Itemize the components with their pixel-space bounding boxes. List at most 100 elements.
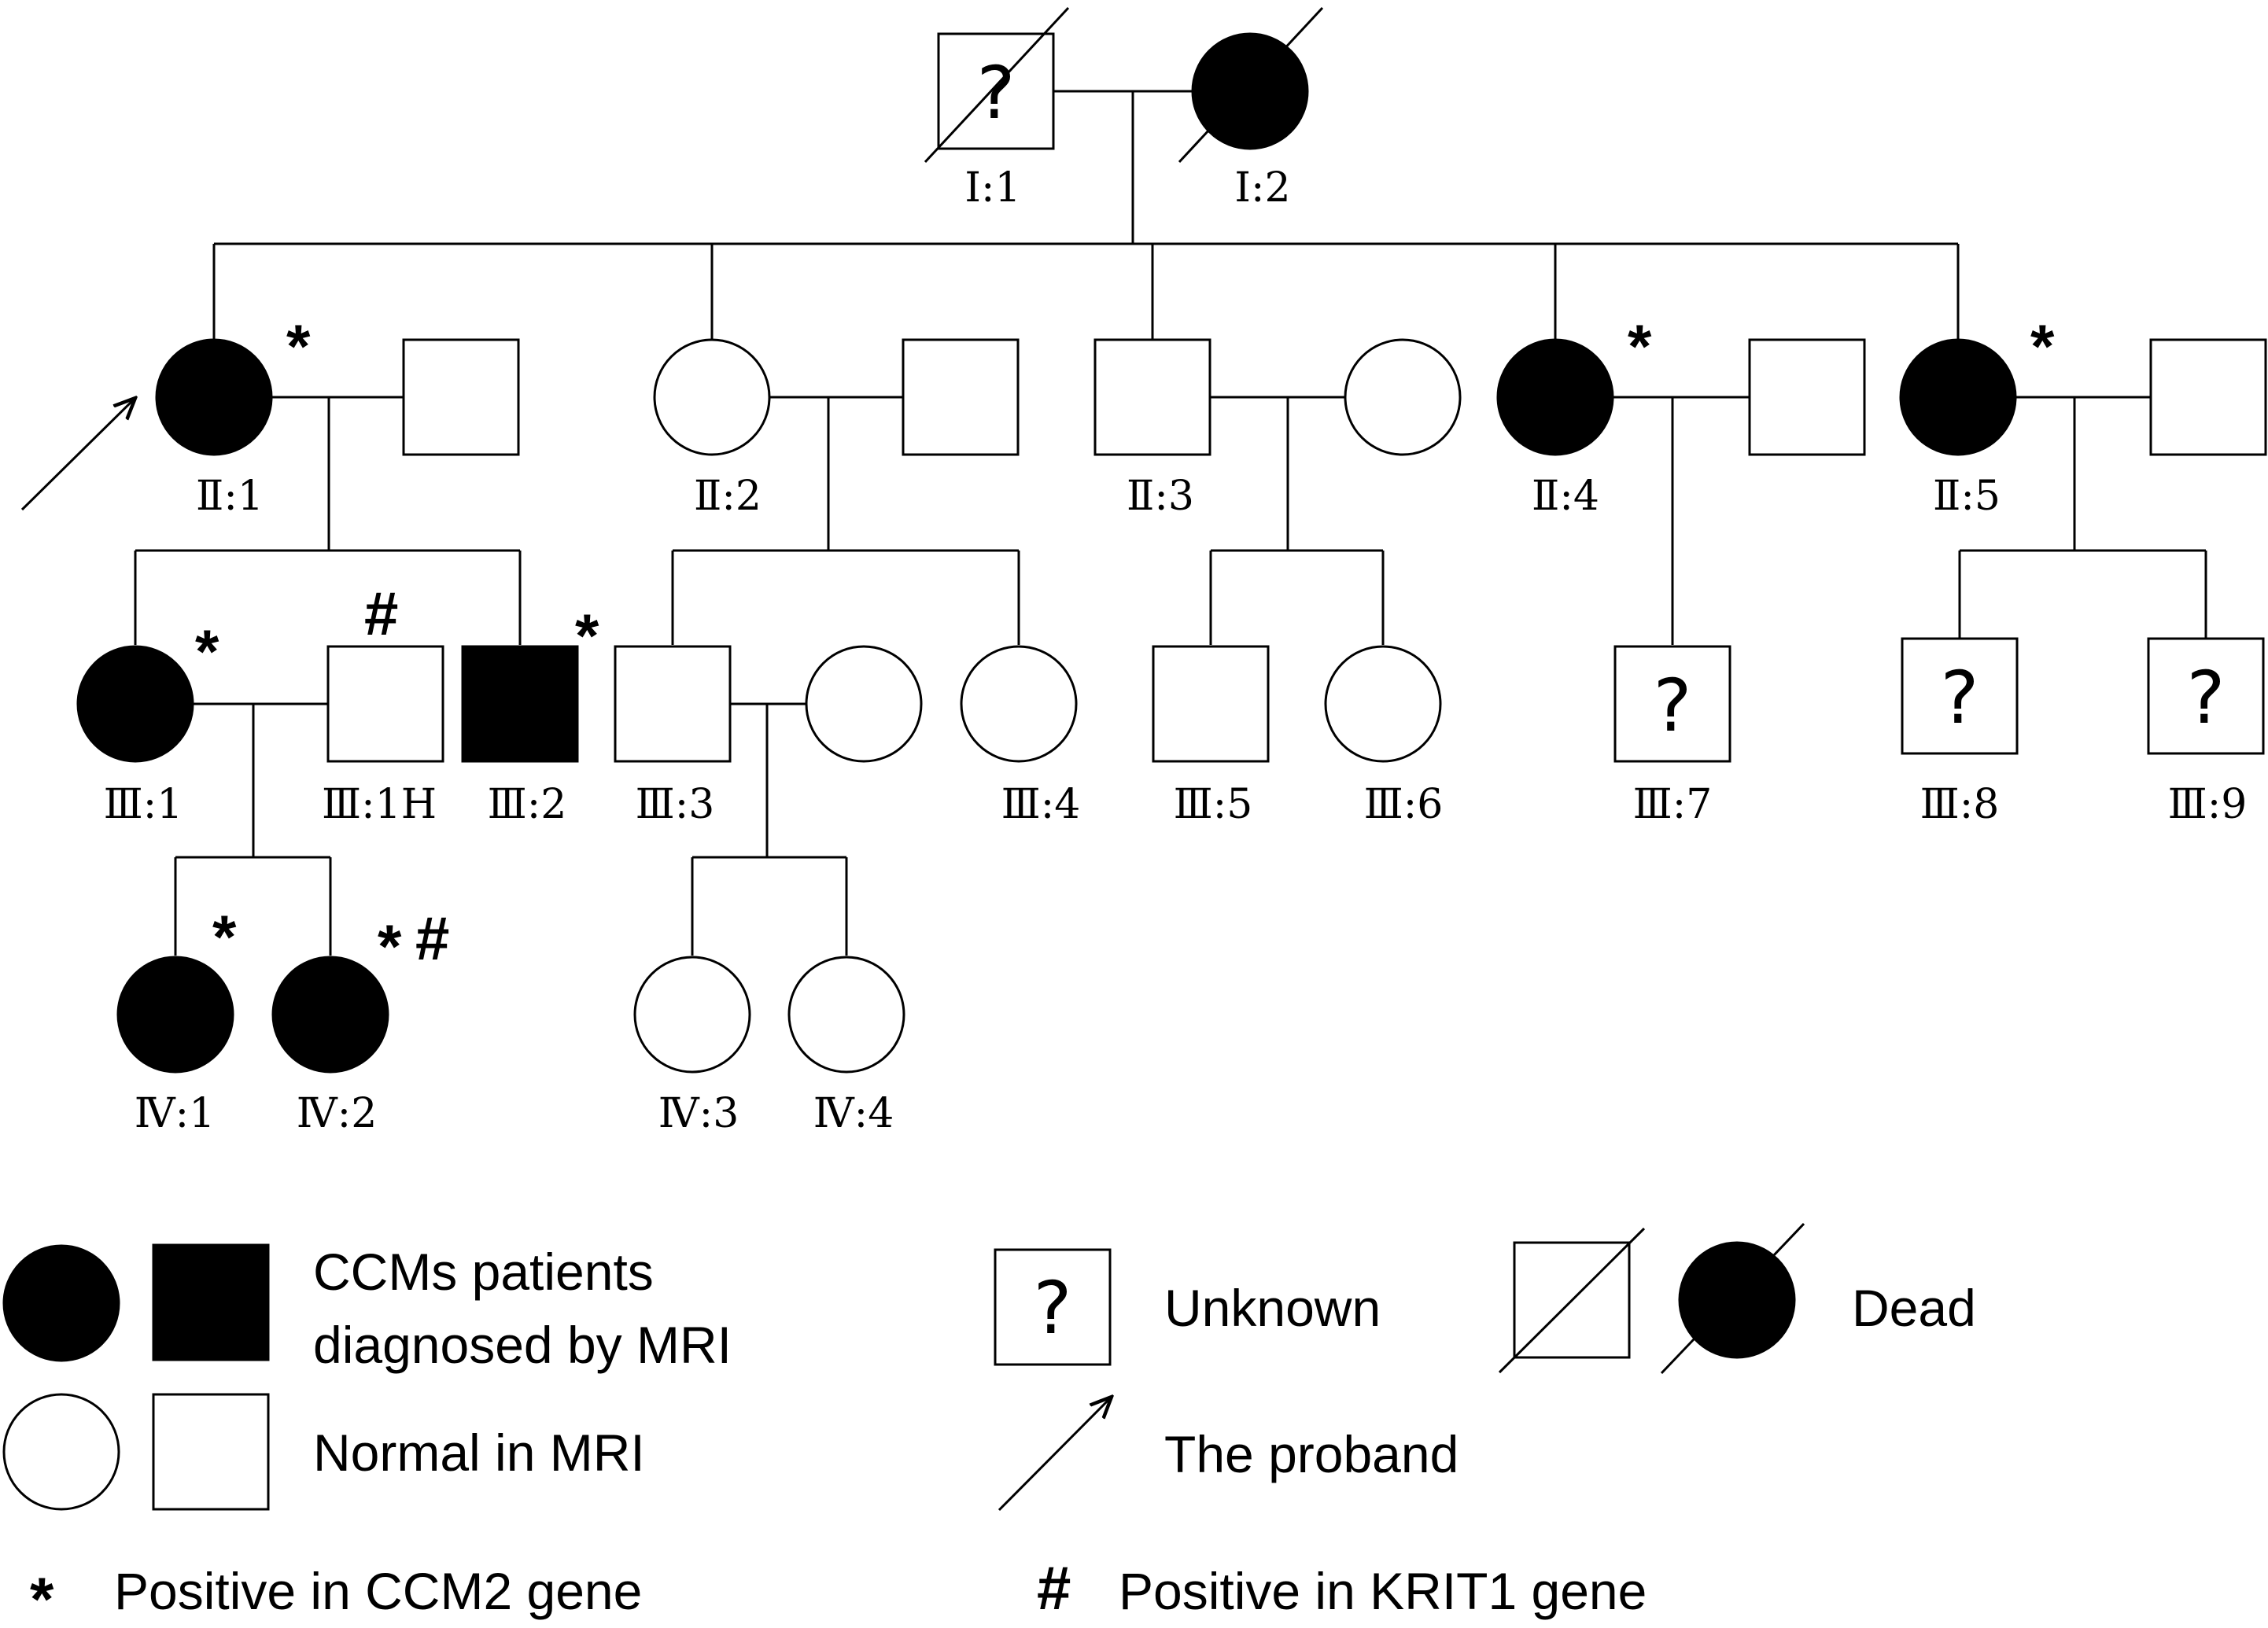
legend-unknown-symbol	[994, 1248, 1112, 1366]
iii-2-male-symbol	[461, 645, 579, 763]
proband-arrow	[20, 398, 135, 511]
individual-ii-4s	[1748, 338, 1866, 456]
iii-3-label: Ⅲ:3	[636, 781, 715, 828]
iii-9-unknown-mark: ?	[2187, 656, 2226, 740]
iii-1-female-symbol	[76, 645, 194, 763]
legend: CCMs patients diagnosed by MRI Normal in…	[2, 1222, 1976, 1628]
individual-iii-9: ? Ⅲ:9	[2147, 637, 2265, 828]
pedigree-lines	[134, 90, 2207, 956]
i-2-female-symbol	[1191, 32, 1309, 150]
iii-8-male-symbol	[1901, 637, 2019, 755]
individual-ii-1: Ⅱ:1*	[155, 311, 311, 520]
legend-krit1-label: Positive in KRIT1 gene	[1119, 1562, 1647, 1620]
i-2-deceased-slash	[1178, 6, 1324, 164]
ii-2-label: Ⅱ:2	[694, 473, 762, 520]
ii-5-ccm2-mark: *	[2030, 311, 2055, 381]
individual-ii-5: Ⅱ:5 *	[1899, 311, 2055, 520]
individual-iii-4: Ⅲ:4	[960, 645, 1081, 828]
i-1-label: Ⅰ:1	[964, 164, 1020, 212]
iii-1h-label: Ⅲ:1H	[322, 781, 437, 828]
iii-3-male-symbol	[614, 645, 732, 763]
individual-ii-3: Ⅱ:3	[1093, 338, 1211, 520]
iii-6-female-symbol	[1324, 645, 1442, 763]
individual-i-2: Ⅰ:2	[1178, 6, 1324, 212]
i-1-deceased-slash	[924, 6, 1070, 164]
iii-3s-female-symbol	[805, 645, 923, 763]
individual-ii-4: Ⅱ:4*	[1496, 311, 1652, 520]
legend-ccm2-mark: *	[30, 1564, 54, 1628]
iv-3-female-symbol	[633, 956, 751, 1074]
iii-1-ccm2-mark: *	[195, 617, 219, 686]
individual-iii-2: Ⅲ:2 *	[461, 601, 599, 828]
legend-affected-label-2: diagnosed by MRI	[313, 1316, 732, 1374]
legend-normal-female-symbol	[2, 1393, 120, 1511]
legend-unknown-mark: ?	[1034, 1266, 1072, 1350]
legend-dead-female-slash	[1660, 1222, 1805, 1375]
legend-krit1-mark: #	[1037, 1553, 1071, 1622]
individual-iii-3: Ⅲ:3	[614, 645, 732, 828]
legend-dead-male-slash	[1498, 1227, 1646, 1374]
individual-iii-1h: Ⅲ:1H #	[322, 579, 444, 828]
ii-2s-male-symbol	[902, 338, 1020, 456]
legend-affected-label-1: CCMs patients	[313, 1243, 654, 1301]
iv-2-label: Ⅳ:2	[297, 1090, 378, 1137]
iii-2-label: Ⅲ:2	[488, 781, 567, 828]
individual-iii-1: Ⅲ:1*	[76, 617, 219, 828]
ii-3s-female-symbol	[1344, 338, 1462, 456]
ii-1-label: Ⅱ:1	[196, 473, 264, 520]
legend-affected-female-symbol	[2, 1244, 120, 1362]
legend-ccm2-label: Positive in CCM2 gene	[114, 1562, 642, 1620]
i-2-label: Ⅰ:2	[1234, 164, 1290, 212]
iii-5-label: Ⅲ:5	[1174, 781, 1253, 828]
iv-2-krit1-mark: #	[415, 904, 449, 973]
i-1-male-symbol	[937, 32, 1055, 150]
legend-dead-label: Dead	[1852, 1279, 1976, 1337]
iii-9-male-symbol	[2147, 637, 2265, 755]
legend-normal-label: Normal in MRI	[313, 1424, 645, 1482]
ii-5s-male-symbol	[2149, 338, 2267, 456]
individual-iv-2: Ⅳ:2 *#	[271, 904, 449, 1137]
legend-affected-male-symbol	[152, 1243, 270, 1361]
iv-2-ccm2-mark: *	[378, 912, 402, 981]
individual-iii-7: ?Ⅲ:7	[1613, 645, 1731, 828]
legend-normal-male-symbol	[152, 1393, 270, 1511]
legend-proband-label: The proband	[1164, 1425, 1459, 1483]
iv-1-female-symbol	[116, 956, 234, 1074]
ii-3-label: Ⅱ:3	[1127, 473, 1194, 520]
ii-1s-male-symbol	[402, 338, 520, 456]
iii-4-female-symbol	[960, 645, 1078, 763]
individual-ii-3s	[1344, 338, 1462, 456]
individual-iii-5: Ⅲ:5	[1152, 645, 1270, 828]
legend-dead-female-symbol	[1678, 1241, 1796, 1359]
individual-ii-5s	[2149, 338, 2267, 456]
iv-4-label: Ⅳ:4	[813, 1090, 894, 1137]
individual-ii-2: Ⅱ:2	[653, 338, 771, 520]
iii-2-ccm2-mark: *	[575, 601, 599, 670]
iii-7-male-symbol	[1613, 645, 1731, 763]
legend-unknown-label: Unknown	[1164, 1279, 1381, 1337]
ii-3-male-symbol	[1093, 338, 1211, 456]
iv-3-label: Ⅳ:3	[658, 1090, 739, 1137]
iii-6-label: Ⅲ:6	[1364, 781, 1444, 828]
individual-iv-1: Ⅳ:1*	[116, 902, 237, 1137]
iv-1-ccm2-mark: *	[212, 902, 237, 971]
ii-4-female-symbol	[1496, 338, 1614, 456]
individual-ii-1s	[402, 338, 520, 456]
individual-iii-6: Ⅲ:6	[1324, 645, 1444, 828]
i-1-unknown-mark: ?	[977, 51, 1016, 135]
individual-iv-3: Ⅳ:3	[633, 956, 751, 1137]
iii-9-label: Ⅲ:9	[2168, 781, 2248, 828]
ii-5-label: Ⅱ:5	[1933, 473, 2001, 520]
iii-4-label: Ⅲ:4	[1001, 781, 1081, 828]
ii-4s-male-symbol	[1748, 338, 1866, 456]
ii-4-label: Ⅱ:4	[1532, 473, 1599, 520]
ii-2-female-symbol	[653, 338, 771, 456]
individual-iii-3s	[805, 645, 923, 763]
iii-8-label: Ⅲ:8	[1920, 781, 2000, 828]
individual-ii-2s	[902, 338, 1020, 456]
iii-1h-krit1-mark: #	[364, 579, 398, 648]
ii-5-female-symbol	[1899, 338, 2017, 456]
iii-7-unknown-mark: ?	[1654, 664, 1692, 748]
iv-2-female-symbol	[271, 956, 389, 1074]
